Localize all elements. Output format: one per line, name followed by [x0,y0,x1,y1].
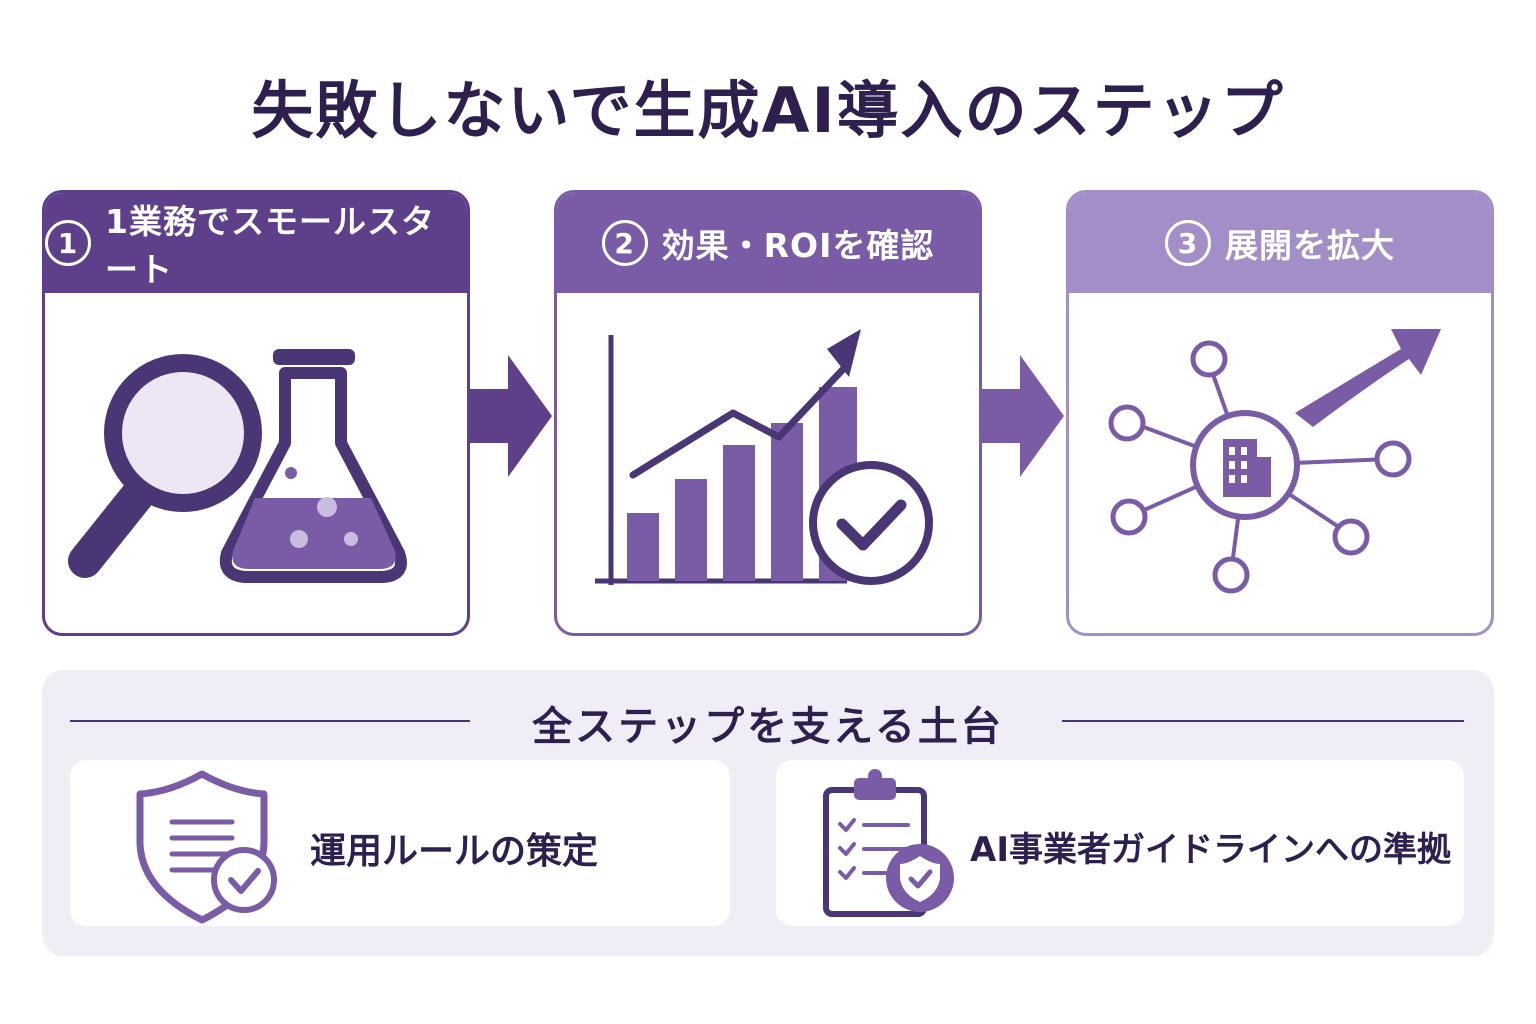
foundation-divider-left [70,720,470,722]
step-number-3: 3 [1165,220,1211,266]
flow-arrow-1 [468,355,552,477]
step-header-3: 3 展開を拡大 [1069,193,1491,293]
step-card-1: 1 1業務でスモールスタート [42,190,470,636]
clipboard-checklist-shield-icon [823,769,954,917]
foundation-item-1: 運用ルールの策定 [70,760,730,926]
step-label-1: 1業務でスモールスタート [105,202,435,289]
foundation-item-label-2: AI事業者ガイドラインへの準拠 [970,830,1451,870]
step-number-2: 2 [601,220,648,266]
step-body-1 [45,293,467,633]
flow-arrow-2 [980,355,1064,477]
shield-document-check-icon [136,770,277,924]
foundation-item-label-1: 運用ルールの策定 [310,831,599,872]
step-header-2: 2 効果・ROIを確認 [557,193,979,293]
step-card-3: 3 展開を拡大 [1066,190,1494,636]
step-body-3 [1069,293,1491,633]
step-body-2 [557,293,979,633]
page-title: 失敗しないで生成AI導入のステップ [251,74,1285,147]
step-label-3: 展開を拡大 [1225,226,1395,265]
step-header-1: 1 1業務でスモールスタート [45,193,467,293]
foundation-item-2: AI事業者ガイドラインへの準拠 [776,760,1464,926]
foundation-divider-right [1062,720,1464,722]
foundation-panel: 全ステップを支える土台 運用ルールの策定 [42,670,1494,956]
step-number-1: 1 [45,220,91,266]
magnifier-flask-icon [68,349,407,583]
growth-chart-check-icon [595,329,933,585]
step-label-2: 効果・ROIを確認 [661,226,935,265]
foundation-title: 全ステップを支える土台 [532,704,1004,750]
network-expansion-icon [1108,329,1441,594]
step-card-2: 2 効果・ROIを確認 [554,190,982,636]
